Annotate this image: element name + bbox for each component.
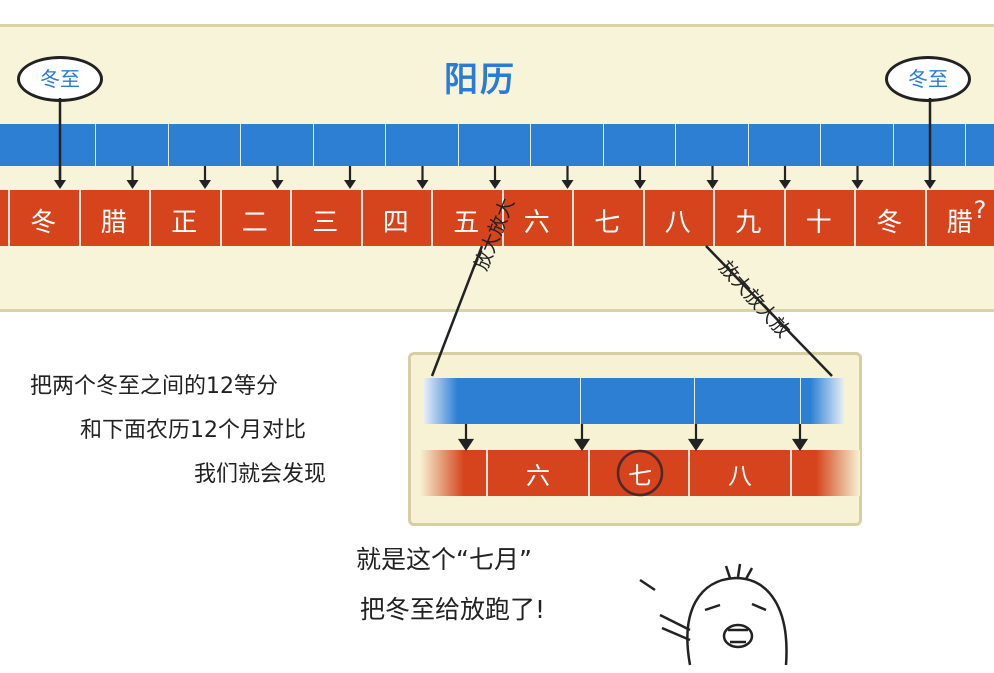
lunar-month-cell: 正 bbox=[171, 208, 198, 238]
lunar-divider bbox=[854, 190, 856, 246]
zoom-lunar-divider bbox=[688, 450, 690, 496]
lunar-month-cell: 冬 bbox=[876, 208, 903, 238]
zoom-lunar-bar bbox=[420, 450, 860, 496]
zoom-label-right: 放大放大放 bbox=[714, 257, 794, 342]
lunar-month-cell: 二 bbox=[241, 208, 268, 238]
lunar-divider bbox=[219, 190, 222, 246]
solstice-arrows bbox=[54, 166, 936, 189]
calendar-panel bbox=[0, 24, 994, 312]
lunar-month-cell: 腊 bbox=[946, 208, 973, 238]
solar-arrow-head bbox=[561, 180, 574, 189]
zoom-solar-bar bbox=[424, 378, 844, 424]
lunar-divider bbox=[290, 190, 292, 246]
solar-divider bbox=[457, 124, 459, 166]
lunar-year-bar bbox=[0, 190, 994, 246]
speech-line-2: 把冬至给放跑了! bbox=[360, 595, 546, 624]
zoom-arrows bbox=[457, 424, 809, 451]
zoom-label-left: 放大放大 bbox=[470, 195, 519, 274]
lunar-month-cell: 四 bbox=[382, 208, 409, 238]
winter-solstice-bubble-left: 冬至 bbox=[17, 56, 103, 102]
zoom-lunar-divider bbox=[486, 450, 488, 496]
character-figure bbox=[639, 563, 788, 666]
lunar-divider bbox=[642, 190, 645, 246]
solar-arrow-head bbox=[634, 180, 646, 189]
winter-solstice-bubble-right: 冬至 bbox=[885, 56, 971, 102]
zoom-solar-divider bbox=[694, 378, 695, 424]
solar-divider bbox=[240, 124, 241, 166]
lunar-divider bbox=[78, 190, 81, 246]
solar-arrow-head bbox=[489, 180, 501, 189]
solar-divider bbox=[820, 124, 821, 166]
solar-arrow-head bbox=[344, 180, 356, 189]
zoom-line-left bbox=[430, 245, 484, 377]
solar-divider bbox=[385, 124, 386, 166]
note-line-1: 把两个冬至之间的12等分 bbox=[30, 374, 278, 399]
solar-arrow-head bbox=[851, 180, 864, 189]
note-line-2: 和下面农历12个月对比 bbox=[80, 418, 306, 443]
solar-year-bar bbox=[0, 124, 994, 166]
lunar-month-cell: 冬 bbox=[30, 208, 57, 238]
lunar-divider bbox=[783, 190, 786, 246]
solar-arrow-head bbox=[126, 180, 139, 189]
solar-divider bbox=[167, 124, 169, 166]
lunar-month-cell: 七 bbox=[594, 208, 621, 238]
speech-line-1: 就是这个“七月” bbox=[356, 545, 532, 574]
zoom-month-eight: 八 bbox=[728, 462, 752, 490]
solar-arrow-head bbox=[706, 180, 719, 189]
seven-highlight-circle bbox=[616, 449, 664, 497]
solar-arrow-head bbox=[779, 180, 791, 189]
lunar-month-cell: 三 bbox=[312, 208, 339, 238]
question-mark: ? bbox=[973, 196, 987, 224]
zoom-solar-divider bbox=[800, 378, 801, 424]
solar-arrow-head bbox=[416, 180, 429, 189]
lunar-month-cell: 腊 bbox=[100, 208, 127, 238]
solar-divider bbox=[892, 124, 894, 166]
zoom-solar-divider bbox=[580, 378, 581, 424]
lunar-month-cell: 五 bbox=[453, 208, 480, 238]
solar-divider bbox=[602, 124, 604, 166]
solar-calendar-title: 阳历 bbox=[444, 60, 516, 100]
lunar-divider bbox=[572, 190, 574, 246]
lunar-divider bbox=[924, 190, 927, 246]
lunar-month-cell: 六 bbox=[523, 208, 550, 238]
lunar-month-cell: 八 bbox=[664, 208, 691, 238]
solar-divider bbox=[747, 124, 749, 166]
lunar-divider bbox=[431, 190, 433, 246]
zoom-lunar-divider bbox=[588, 450, 590, 496]
solar-arrow-head bbox=[271, 180, 284, 189]
lunar-divider bbox=[501, 190, 504, 246]
lunar-divider bbox=[360, 190, 363, 246]
lunar-divider bbox=[8, 190, 10, 246]
zoom-month-seven: 七 bbox=[628, 462, 652, 490]
solar-divider bbox=[95, 124, 96, 166]
solar-divider bbox=[530, 124, 531, 166]
lunar-divider bbox=[149, 190, 151, 246]
solar-arrow-head bbox=[199, 180, 211, 189]
note-line-3: 我们就会发现 bbox=[194, 462, 327, 487]
solar-divider bbox=[965, 124, 966, 166]
zoom-lunar-divider bbox=[790, 450, 792, 496]
solar-divider bbox=[312, 124, 314, 166]
zoom-month-six: 六 bbox=[526, 462, 550, 490]
solar-divider bbox=[675, 124, 676, 166]
lunar-month-cell: 九 bbox=[735, 208, 762, 238]
zoom-line-right bbox=[705, 245, 833, 377]
lunar-month-cell: 十 bbox=[805, 208, 832, 238]
lunar-divider bbox=[713, 190, 715, 246]
